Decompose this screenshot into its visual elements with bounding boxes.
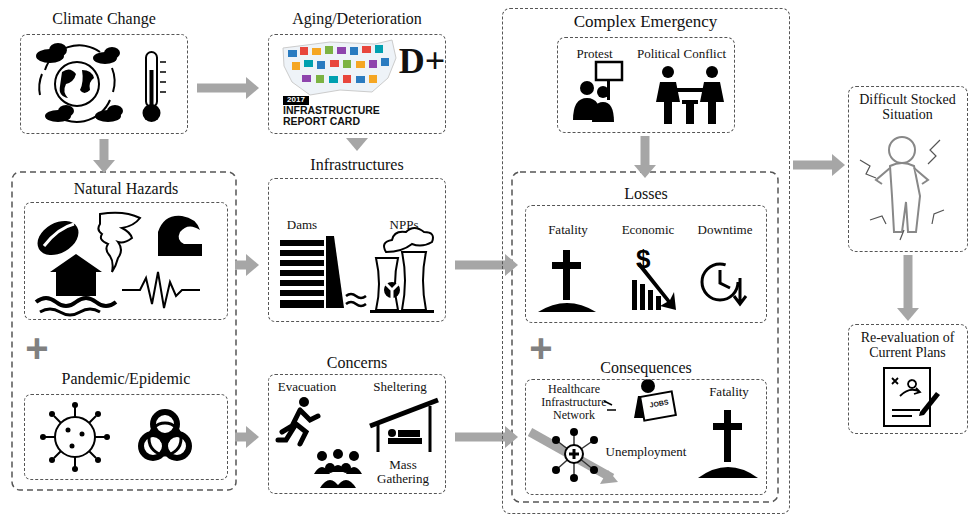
item-label: Healthcare Infrastructure Network [529, 383, 619, 423]
hazard-group: Natural Hazards [20, 176, 232, 322]
item-label: NPPs [376, 218, 432, 232]
flow-arrow [235, 426, 259, 448]
item-label: 2017 [283, 96, 309, 105]
infrastructure-group: InfrastructuresDams NPPs [262, 154, 452, 324]
dashed-frame [24, 394, 228, 480]
group-title: Concerns [262, 354, 452, 372]
flow-arrow [897, 255, 919, 321]
group-title: Natural Hazards [20, 180, 232, 198]
driver-group: Aging/Deterioration 2017INFRASTRUCTURE RE… [262, 6, 452, 136]
group-title: Complex Emergency [502, 13, 790, 32]
flow-arrow [793, 154, 845, 176]
flow-arrow [346, 138, 368, 151]
item-label: Sheltering [362, 380, 438, 394]
dashed-frame [20, 34, 188, 134]
group-title: Losses [521, 185, 771, 203]
plus-sign: + [526, 328, 556, 368]
item-label: D+ [398, 42, 446, 82]
outcome-box: Re-evaluation of Current Plans [848, 324, 968, 434]
flow-arrow [93, 139, 115, 173]
group-title: Re-evaluation of Current Plans [852, 330, 964, 361]
emergency-panel: Complex EmergencyProtestPolitical Confli… [502, 8, 790, 514]
flow-arrow [197, 77, 259, 99]
item-label: Downtime [689, 223, 761, 237]
plus-sign: + [22, 328, 52, 368]
dashed-frame [268, 178, 446, 322]
group-title: Infrastructures [262, 156, 452, 174]
group-title: Climate Change [14, 10, 194, 28]
group-title: Pandemic/Epidemic [20, 370, 232, 388]
flow-arrow [455, 254, 518, 276]
item-label: INFRASTRUCTURE REPORT CARD [283, 105, 401, 127]
consequences-group: ConsequencesHealthcare Infrastructure Ne… [521, 357, 771, 497]
item-label: Fatality [533, 223, 603, 237]
group-title: Aging/Deterioration [262, 10, 452, 28]
group-title: Consequences [521, 359, 771, 377]
item-label: Dams [274, 218, 330, 232]
item-label: Political Conflict [631, 47, 733, 61]
group-title: Difficult Stocked Situation [852, 92, 964, 123]
item-label: Evacuation [270, 380, 344, 394]
complex-emergency-box: ProtestPolitical Conflict [557, 37, 735, 133]
outcome-box: Difficult Stocked Situation [848, 86, 968, 252]
flow-arrow [634, 136, 656, 178]
flow-arrow [235, 254, 259, 276]
item-label: Mass Gathering [368, 458, 438, 487]
hazard-group: Pandemic/Epidemic [20, 366, 232, 484]
item-label: Fatality [697, 385, 761, 399]
flow-arrow [455, 426, 518, 448]
group-title: Protest [561, 47, 629, 61]
item-label: Economic [613, 223, 683, 237]
item-label: Unemployment [599, 445, 693, 459]
losses-group: LossesFatality Economic Downtime [521, 181, 771, 325]
driver-group: Climate Change [14, 6, 194, 136]
concern-group: ConcernsEvacuation ShelteringMass Gatheri… [262, 352, 452, 496]
dashed-frame [24, 202, 228, 320]
